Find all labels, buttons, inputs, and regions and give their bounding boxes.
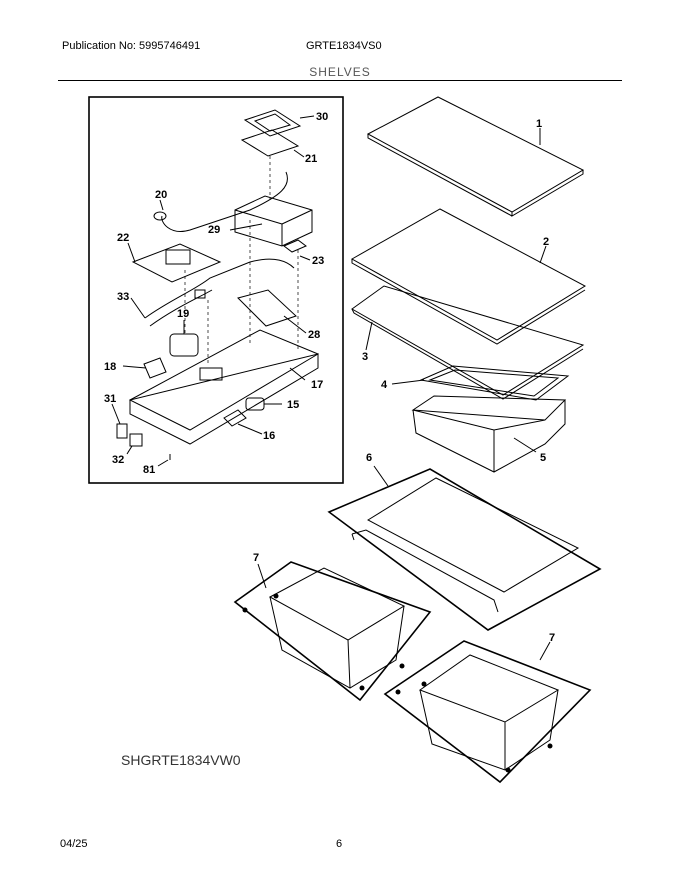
part-18	[143, 357, 167, 379]
callout-7-left: 7	[253, 552, 259, 564]
publication-number: Publication No: 5995746491	[62, 40, 201, 52]
drawing-code: SHGRTE1834VW0	[121, 752, 241, 768]
part-21	[240, 129, 300, 157]
part-17	[128, 329, 320, 431]
callout-28: 28	[308, 329, 320, 341]
page-number: 6	[336, 838, 343, 850]
callout-29: 29	[208, 224, 220, 236]
control-assembly-inset	[88, 96, 344, 484]
callout-21: 21	[305, 153, 317, 165]
part-23	[283, 239, 307, 253]
part-20	[161, 171, 288, 232]
callout-81: 81	[143, 464, 155, 476]
part-2	[350, 208, 587, 341]
part-7-inset-right	[383, 640, 592, 784]
header-rule	[58, 80, 622, 81]
callout-1: 1	[536, 118, 542, 130]
callout-4: 4	[381, 379, 388, 391]
callout-18: 18	[104, 361, 116, 373]
callout-7-right: 7	[549, 632, 555, 644]
part-5	[411, 395, 567, 421]
part-7-inset-left	[233, 561, 432, 702]
callout-31: 31	[104, 393, 116, 405]
callout-5: 5	[540, 452, 546, 464]
callout-15: 15	[287, 399, 299, 411]
part-29	[234, 195, 313, 247]
part-33	[144, 258, 295, 319]
part-28	[237, 289, 297, 327]
section-title: SHELVES	[309, 65, 371, 79]
part-1	[366, 96, 585, 213]
callout-19: 19	[177, 308, 189, 320]
callout-22: 22	[117, 232, 129, 244]
callout-17: 17	[311, 379, 323, 391]
part-16	[223, 409, 247, 427]
part-6-inset	[327, 468, 602, 631]
callout-32: 32	[112, 454, 124, 466]
part-6	[366, 477, 580, 593]
footer-date: 04/25	[60, 838, 88, 850]
part-7-right	[418, 654, 560, 723]
callout-16: 16	[263, 430, 275, 442]
part-19	[169, 333, 199, 357]
callout-6: 6	[366, 452, 372, 464]
callout-3: 3	[362, 351, 368, 363]
callout-30: 30	[316, 111, 328, 123]
part-30	[243, 109, 302, 137]
callout-23: 23	[312, 255, 324, 267]
part-22	[131, 243, 222, 283]
callout-2: 2	[543, 236, 549, 248]
callout-20: 20	[155, 189, 167, 201]
part-31	[116, 423, 128, 439]
part-4	[419, 365, 570, 401]
callout-33: 33	[117, 291, 129, 303]
model-number: GRTE1834VS0	[306, 40, 382, 52]
part-32	[129, 433, 143, 447]
part-15	[245, 397, 265, 411]
